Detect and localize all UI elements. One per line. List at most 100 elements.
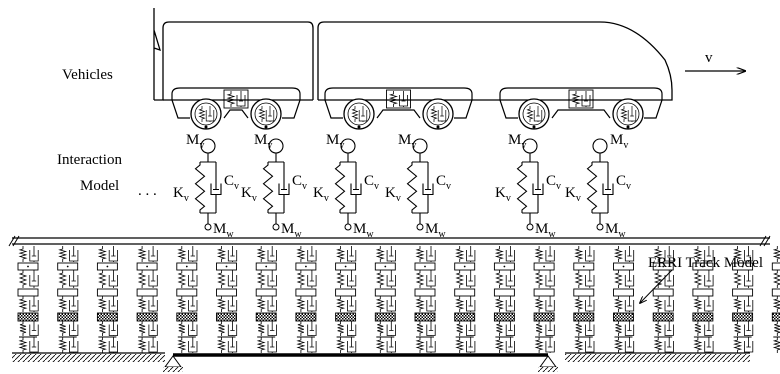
subgrade-mass-icon: [573, 312, 595, 322]
damping-label: Cv: [616, 173, 631, 192]
subgrade-mass-icon: [771, 312, 780, 322]
vehicle-mass-icon: [592, 138, 608, 154]
ground-hatch-right: [565, 354, 750, 362]
vehicles-label: Vehicles: [62, 67, 113, 83]
subgrade-mass-icon: [493, 312, 515, 322]
track-support-13: [493, 246, 515, 353]
track-support-3: [96, 246, 118, 353]
vehicle-mass-label: Mv: [254, 132, 272, 151]
track-support-12: [454, 246, 476, 353]
damper-icon: [532, 162, 544, 213]
bridge-support-left: [163, 355, 183, 372]
subgrade-mass-icon: [136, 312, 158, 322]
subgrade-mass-icon: [732, 312, 754, 322]
damping-label: Cv: [292, 173, 307, 192]
wheel-mass-icon: [272, 223, 280, 231]
damping-label: Cv: [436, 173, 451, 192]
wheel-mass-label: Mw: [425, 221, 446, 240]
damper-icon: [210, 162, 222, 213]
wheel-mass-icon: [204, 223, 212, 231]
track-model: ERRI Track Model: [8, 235, 780, 372]
track-model-label: ERRI Track Model: [648, 255, 763, 271]
interaction-model: Interaction Model . . . MvKvCvMwMvKvCvMw…: [57, 132, 631, 240]
subgrade-mass-icon: [96, 312, 118, 322]
track-support-10: [374, 246, 396, 353]
wheel-mass-icon: [344, 223, 352, 231]
track-support-9: [335, 246, 357, 353]
vehicle-mass-label: Mv: [326, 132, 344, 151]
sleeper-icon: [771, 262, 780, 271]
subgrade-mass-icon: [533, 312, 555, 322]
stiffness-label: Kv: [241, 185, 257, 204]
track-support-11: [414, 246, 436, 353]
wheel-mass-icon: [416, 223, 424, 231]
bogie-3: [499, 87, 663, 130]
subgrade-mass-icon: [295, 312, 317, 322]
track-support-19: [732, 246, 754, 353]
spring-icon: [586, 162, 598, 213]
stiffness-label: Kv: [495, 185, 511, 204]
wheel-mass-icon: [526, 223, 534, 231]
track-support-7: [255, 246, 277, 353]
subgrade-mass-icon: [255, 312, 277, 322]
interaction-units: MvKvCvMwMvKvCvMwMvKvCvMwMvKvCvMwMvKvCvMw…: [173, 132, 631, 240]
track-supports: [17, 246, 780, 353]
vehicle-mass-label: Mv: [398, 132, 416, 151]
stiffness-label: Kv: [385, 185, 401, 204]
spring-icon: [262, 162, 274, 213]
track-support-5: [176, 246, 198, 353]
spring-icon: [406, 162, 418, 213]
bridge-support-right: [538, 355, 558, 372]
vehicles-group: v Vehicles: [62, 8, 745, 130]
track-support-8: [295, 246, 317, 353]
track-support-2: [57, 246, 79, 353]
subgrade-mass-icon: [414, 312, 436, 322]
spring-icon: [334, 162, 346, 213]
damping-label: Cv: [224, 173, 239, 192]
interaction-label-line1: Interaction: [57, 152, 122, 168]
rail-end-mark-left: [8, 235, 20, 247]
subgrade-mass-icon: [176, 312, 198, 322]
wheel-mass-label: Mw: [281, 221, 302, 240]
track-support-20: [771, 246, 780, 353]
wheel-mass-label: Mw: [535, 221, 556, 240]
track-support-15: [573, 246, 595, 353]
ground-hatch-left: [12, 354, 165, 362]
subgrade-mass-icon: [335, 312, 357, 322]
track-support-1: [17, 246, 39, 353]
bogie-1: [171, 87, 301, 130]
track-support-16: [613, 246, 635, 353]
bogies: [171, 87, 663, 130]
damping-label: Cv: [364, 173, 379, 192]
vehicle-mass-label: Mv: [186, 132, 204, 151]
subgrade-mass-icon: [374, 312, 396, 322]
stiffness-label: Kv: [565, 185, 581, 204]
damper-icon: [278, 162, 290, 213]
track-support-4: [136, 246, 158, 353]
spring-icon: [194, 162, 206, 213]
stiffness-label: Kv: [313, 185, 329, 204]
secondary-suspension-icon: [386, 89, 411, 109]
spring-icon: [516, 162, 528, 213]
subgrade-mass-icon: [613, 312, 634, 322]
track-model-leader: [640, 269, 673, 303]
vehicle-mass-label: Mv: [508, 132, 526, 151]
track-support-6: [216, 246, 238, 353]
interaction-label-line2: Model: [80, 178, 119, 194]
track-support-14: [533, 246, 555, 353]
subgrade-mass-icon: [692, 312, 714, 322]
damper-icon: [602, 162, 614, 213]
vehicle-mass-label: Mv: [610, 132, 628, 151]
subgrade-mass-icon: [57, 312, 79, 322]
car-body-2: [317, 21, 673, 101]
wheel-mass-label: Mw: [353, 221, 374, 240]
subgrade-mass-icon: [216, 312, 237, 322]
ellipsis-dots: . . .: [138, 183, 157, 199]
rail-end-mark-right: [759, 235, 771, 247]
